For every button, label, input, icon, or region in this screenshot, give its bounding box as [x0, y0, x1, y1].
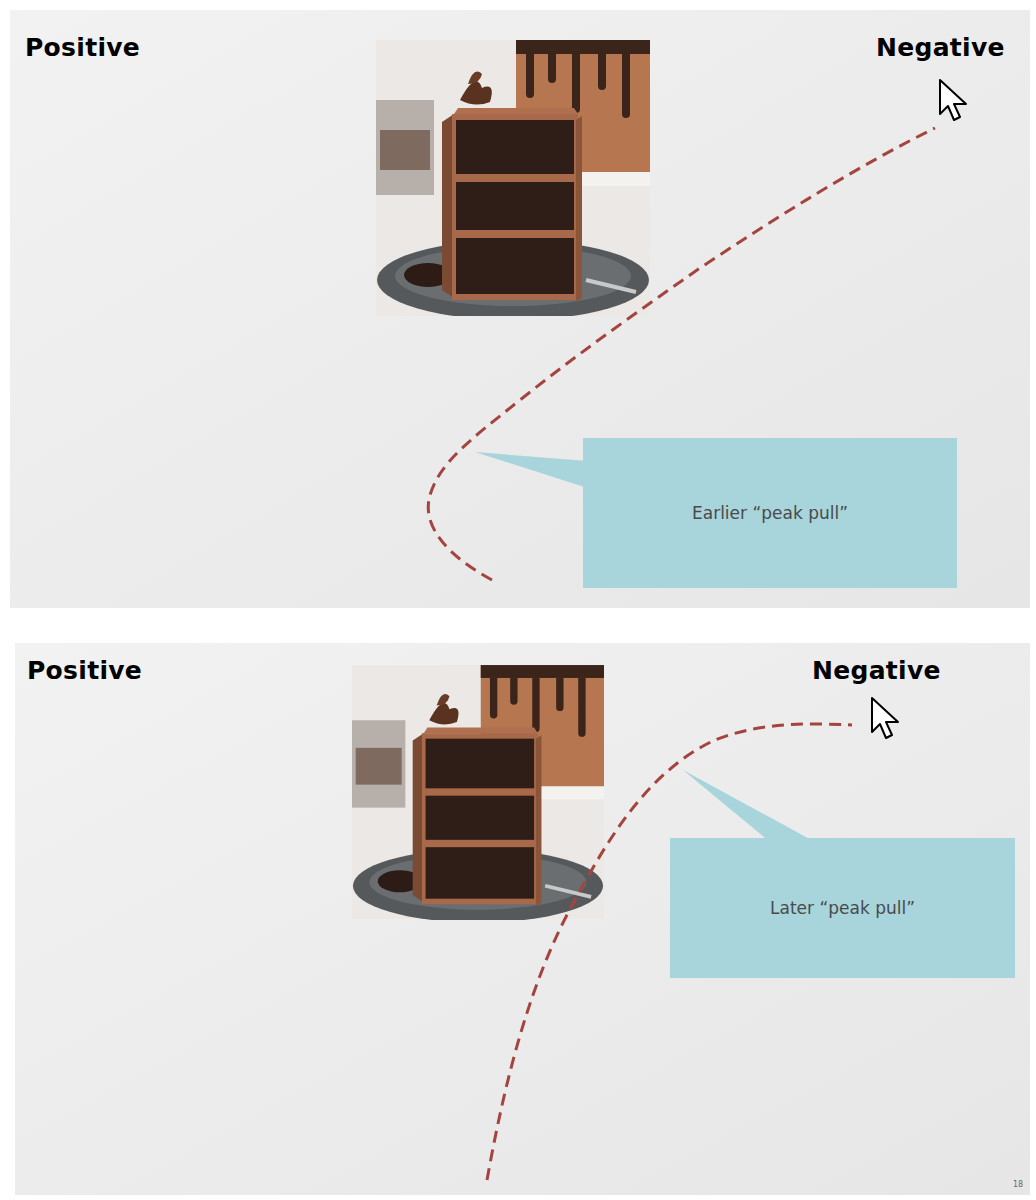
callout-text: Later “peak pull” — [770, 898, 915, 918]
callout-box: Earlier “peak pull” — [583, 438, 957, 588]
slide-panel — [15, 643, 1030, 1195]
callout-box: Later “peak pull” — [670, 838, 1015, 978]
cake-photo — [352, 665, 604, 923]
callout-pointer — [683, 770, 815, 842]
callout-text: Earlier “peak pull” — [692, 503, 848, 523]
axis-pole-label: Negative — [876, 33, 1005, 62]
slide-panel — [10, 10, 1030, 608]
axis-pole-label: Positive — [25, 33, 140, 62]
page-number: 18 — [1013, 1180, 1023, 1189]
axis-pole-label: Positive — [27, 656, 142, 685]
mouse-cursor — [940, 80, 966, 120]
mouse-cursor — [872, 698, 898, 738]
cake-photo — [376, 40, 650, 320]
callout-pointer — [475, 452, 600, 492]
axis-pole-label: Negative — [812, 656, 941, 685]
